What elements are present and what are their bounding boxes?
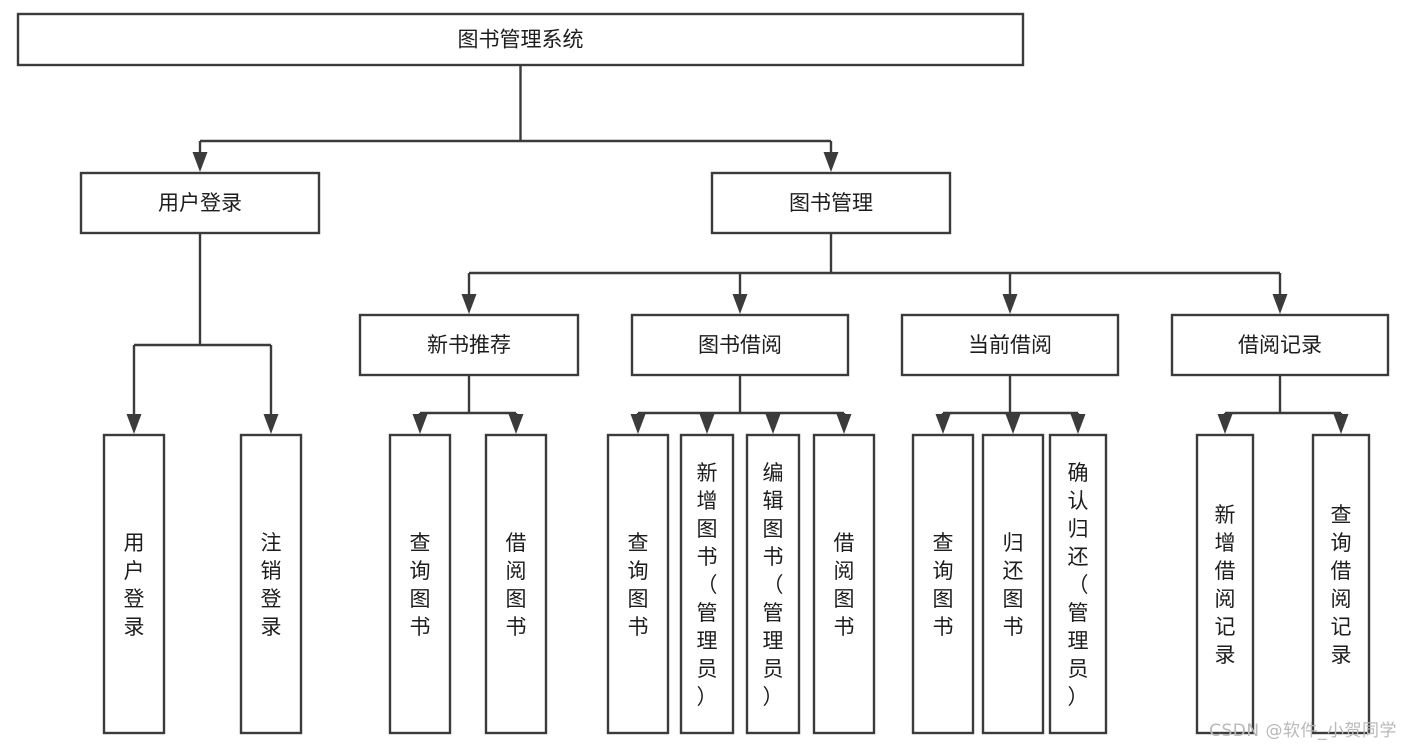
node-box[interactable]	[1195, 433, 1255, 735]
node-box[interactable]	[1170, 313, 1390, 377]
node-label: 新增借阅记录	[1215, 503, 1236, 667]
node-label: 当前借阅	[968, 333, 1052, 357]
node-box[interactable]	[358, 313, 580, 377]
arrow-head-icon	[765, 414, 781, 434]
node-box[interactable]	[16, 12, 1025, 67]
arrow-head-icon	[1002, 294, 1018, 314]
node-box[interactable]	[239, 433, 303, 735]
leaf-node-8[interactable]: 借阅图书	[812, 433, 876, 735]
node-label: 借阅图书	[834, 531, 855, 639]
arrow-head-icon	[263, 414, 279, 434]
node-box[interactable]	[1311, 433, 1371, 735]
node-label: 归还图书	[1003, 531, 1024, 639]
arrow-head-icon	[192, 152, 208, 172]
leaf-node-1[interactable]: 用户登录	[102, 433, 166, 735]
leaf-node-3[interactable]: 查询图书	[388, 433, 452, 735]
leaf-node-11[interactable]: 确认归还（管理员）	[1048, 433, 1108, 735]
node-label: 用户登录	[158, 191, 242, 215]
arrow-head-icon	[1217, 414, 1233, 434]
arrow-head-icon	[732, 294, 748, 314]
node-label: 新增图书（管理员）	[697, 461, 718, 709]
level3-node-4[interactable]: 借阅记录	[1170, 313, 1390, 377]
leaf-node-7[interactable]: 编辑图书（管理员）	[745, 433, 801, 735]
node-label: 图书管理	[789, 191, 873, 215]
node-box[interactable]	[679, 433, 735, 735]
node-layer: 图书管理系统用户登录图书管理新书推荐图书借阅当前借阅借阅记录用户登录注销登录查询…	[16, 12, 1390, 735]
arrow-head-icon	[823, 152, 839, 172]
leaf-node-9[interactable]: 查询图书	[911, 433, 975, 735]
arrow-head-icon	[508, 414, 524, 434]
arrow-head-icon	[836, 414, 852, 434]
node-label: 编辑图书（管理员）	[763, 461, 784, 709]
level3-node-2[interactable]: 图书借阅	[630, 313, 850, 377]
arrow-head-icon	[1333, 414, 1349, 434]
node-box[interactable]	[606, 433, 670, 735]
node-box[interactable]	[900, 313, 1120, 377]
node-box[interactable]	[710, 171, 952, 235]
arrow-head-icon	[412, 414, 428, 434]
leaf-node-4[interactable]: 借阅图书	[484, 433, 548, 735]
level3-node-3[interactable]: 当前借阅	[900, 313, 1120, 377]
arrow-head-icon	[126, 414, 142, 434]
node-box[interactable]	[1048, 433, 1108, 735]
node-label: 借阅记录	[1238, 333, 1322, 357]
node-label: 图书管理系统	[458, 28, 584, 52]
leaf-node-10[interactable]: 归还图书	[981, 433, 1045, 735]
arrow-head-icon	[1070, 414, 1086, 434]
node-label: 图书借阅	[698, 333, 782, 357]
node-box[interactable]	[484, 433, 548, 735]
node-box[interactable]	[102, 433, 166, 735]
arrow-head-icon	[1272, 294, 1288, 314]
leaf-node-6[interactable]: 新增图书（管理员）	[679, 433, 735, 735]
node-label: 新书推荐	[427, 333, 511, 357]
node-label: 查询图书	[628, 531, 649, 639]
node-box[interactable]	[911, 433, 975, 735]
level3-node-1[interactable]: 新书推荐	[358, 313, 580, 377]
node-box[interactable]	[745, 433, 801, 735]
node-label: 注销登录	[261, 531, 282, 639]
node-label: 查询借阅记录	[1331, 503, 1352, 667]
node-label: 借阅图书	[506, 531, 527, 639]
leaf-node-2[interactable]: 注销登录	[239, 433, 303, 735]
level2-node-1[interactable]: 用户登录	[79, 171, 321, 235]
level2-node-2[interactable]: 图书管理	[710, 171, 952, 235]
connector-layer	[126, 65, 1349, 434]
leaf-node-5[interactable]: 查询图书	[606, 433, 670, 735]
node-label: 确认归还（管理员）	[1068, 461, 1089, 709]
arrow-head-icon	[461, 294, 477, 314]
node-box[interactable]	[812, 433, 876, 735]
leaf-node-13[interactable]: 查询借阅记录	[1311, 433, 1371, 735]
arrow-head-icon	[1005, 414, 1021, 434]
node-box[interactable]	[79, 171, 321, 235]
leaf-node-12[interactable]: 新增借阅记录	[1195, 433, 1255, 735]
node-label: 用户登录	[124, 531, 145, 639]
arrow-head-icon	[699, 414, 715, 434]
arrow-head-icon	[935, 414, 951, 434]
node-label: 查询图书	[933, 531, 954, 639]
node-box[interactable]	[388, 433, 452, 735]
node-box[interactable]	[981, 433, 1045, 735]
root-node-1[interactable]: 图书管理系统	[16, 12, 1025, 67]
arrow-head-icon	[630, 414, 646, 434]
node-label: 查询图书	[410, 531, 431, 639]
node-box[interactable]	[630, 313, 850, 377]
